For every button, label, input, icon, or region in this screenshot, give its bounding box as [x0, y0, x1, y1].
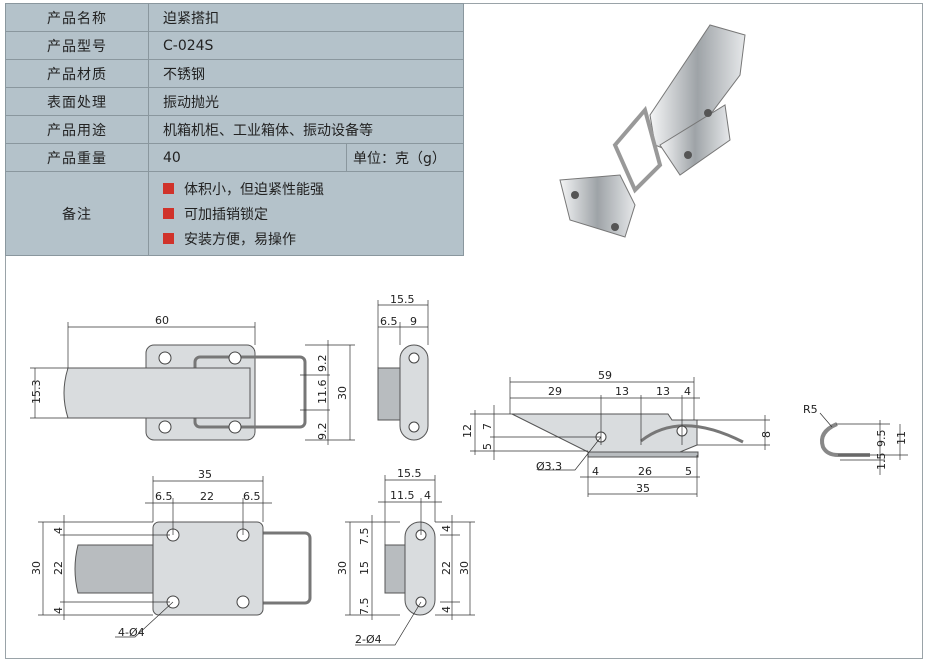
dim-label: 22: [52, 561, 65, 575]
dim-label: 4: [440, 606, 453, 613]
bottom-view: 35 6.5 22 6.5 30 4 22 4 4-Ø4: [30, 468, 312, 639]
dim-label: 59: [598, 369, 612, 382]
dim-label: 30: [30, 561, 43, 575]
bullet-icon: [163, 208, 174, 219]
dim-label: 4: [52, 527, 65, 534]
dim-label: 15.5: [397, 467, 422, 480]
dim-label: 13: [656, 385, 670, 398]
bullet-icon: [163, 183, 174, 194]
dim-label: 2-Ø4: [355, 633, 382, 646]
note-text: 可加插销锁定: [184, 206, 268, 223]
note-text: 安装方便，易操作: [184, 231, 296, 248]
dim-label: 22: [440, 561, 453, 575]
dim-label: 30: [336, 561, 349, 575]
dim-label: Ø3.3: [536, 460, 562, 473]
dim-label: 4-Ø4: [118, 626, 145, 639]
dim-label: 13: [615, 385, 629, 398]
dim-label: 8: [760, 431, 773, 438]
dim-label: 29: [548, 385, 562, 398]
dim-label: 30: [336, 386, 349, 400]
profile-view: 59 29 13 13 4 12 7 5 8 Ø3.3 4 26 5 35: [461, 369, 773, 497]
table-row: 产品用途机箱机柜、工业箱体、振动设备等: [5, 115, 464, 144]
dim-label: 30: [458, 561, 471, 575]
dim-label: 4: [440, 525, 453, 532]
side-view-2: 15.5 11.5 4 30 7.5 15 7.5 4 22 4 30 2-Ø4: [336, 467, 475, 646]
dim-label: 6.5: [380, 315, 398, 328]
dim-label: 6.5: [155, 490, 173, 503]
list-item: 体积小，但迫紧性能强: [163, 176, 463, 201]
dim-label: 9.2: [316, 355, 329, 373]
notes-list: 体积小，但迫紧性能强 可加插销锁定 安装方便，易操作: [148, 171, 464, 256]
row-label: 备注: [5, 171, 149, 256]
dim-label: 5: [481, 443, 494, 450]
dim-label: 9: [410, 315, 417, 328]
dim-label: 9.2: [316, 423, 329, 441]
sheet-frame: [5, 3, 923, 659]
table-row: 备注 体积小，但迫紧性能强 可加插销锁定 安装方便，易操作: [5, 171, 464, 256]
row-label: 产品用途: [5, 115, 149, 144]
row-value: 振动抛光: [148, 87, 464, 116]
dim-label: 5: [685, 465, 692, 478]
dim-label: 35: [636, 482, 650, 495]
dim-label: 9.5: [875, 430, 888, 448]
dim-label: 4: [52, 607, 65, 614]
table-row: 产品材质不锈钢: [5, 59, 464, 88]
list-item: 可加插销锁定: [163, 201, 463, 226]
dim-label: 15.5: [390, 293, 415, 306]
dim-label: 7.5: [358, 528, 371, 546]
dim-label: 15.3: [30, 380, 43, 405]
dim-label: 6.5: [243, 490, 261, 503]
list-item: 安装方便，易操作: [163, 226, 463, 251]
row-value: 机箱机柜、工业箱体、振动设备等: [148, 115, 464, 144]
dim-label: 35: [198, 468, 212, 481]
dim-label: 12: [461, 424, 474, 438]
row-value: 不锈钢: [148, 59, 464, 88]
table-row: 表面处理振动抛光: [5, 87, 464, 116]
dim-label: 1.5: [875, 453, 888, 471]
side-view: 15.5 6.5 9: [377, 293, 429, 441]
dim-label: R5: [803, 403, 818, 416]
dim-label: 26: [638, 465, 652, 478]
weight-unit: 单位：克（g）: [346, 143, 464, 172]
dim-label: 4: [424, 489, 431, 502]
product-photo: [559, 24, 746, 238]
note-text: 体积小，但迫紧性能强: [184, 181, 324, 198]
dim-label: 7: [481, 423, 494, 430]
row-label: 产品型号: [5, 31, 149, 60]
dim-label: 4: [684, 385, 691, 398]
dim-label: 60: [155, 314, 169, 327]
dim-label: 11.6: [316, 380, 329, 405]
dim-label: 15: [358, 561, 371, 575]
front-view: 60 15.3 9.2 11.6 9.2 30: [30, 314, 355, 445]
bullet-icon: [163, 233, 174, 244]
dim-label: 4: [592, 465, 599, 478]
dim-label: 7.5: [358, 598, 371, 616]
dim-label: 11: [895, 431, 908, 445]
dim-label: 22: [200, 490, 214, 503]
row-label: 产品重量: [5, 143, 149, 172]
hook-view: R5 9.5 1.5 11: [803, 403, 908, 475]
dim-label: 11.5: [390, 489, 415, 502]
